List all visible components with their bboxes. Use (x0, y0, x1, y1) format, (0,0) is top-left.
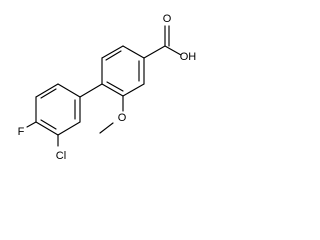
benzoic-ring (101, 45, 145, 97)
carboxyl-o-label: O (163, 13, 172, 25)
fluorine-bond (26, 121, 37, 128)
methoxy-o-label: O (118, 112, 127, 124)
halophenyl-ring (35, 83, 81, 136)
carboxyl-group (143, 25, 182, 59)
fluorine-label: F (18, 126, 25, 138)
structure-diagram: OH O O F Cl (18, 13, 197, 162)
chlorine-label: Cl (56, 150, 66, 162)
biaryl-bond (79, 83, 103, 98)
carboxyl-oh-label: OH (180, 51, 197, 63)
methoxy-group (99, 95, 124, 134)
